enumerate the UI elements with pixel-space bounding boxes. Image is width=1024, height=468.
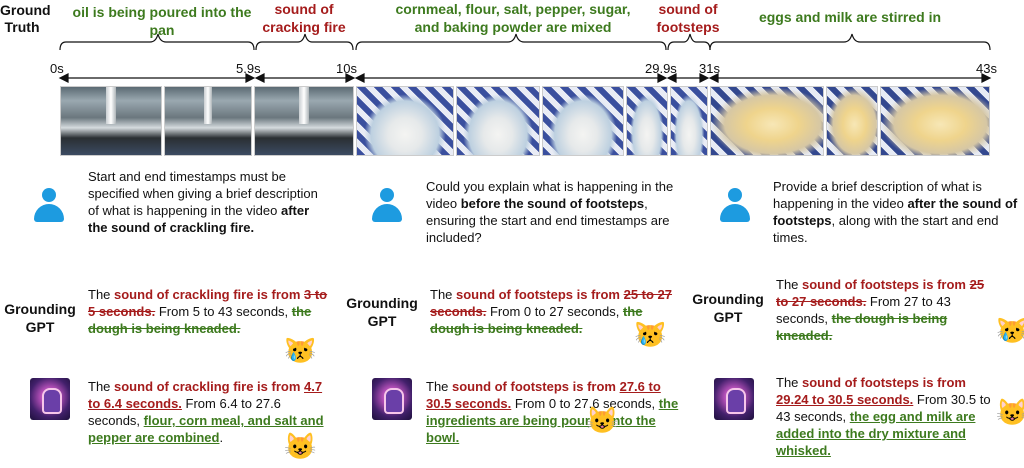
video-frame [356,86,454,156]
smiling-cat-emoji: 😺 [996,397,1024,427]
timeline-arrows [58,73,992,83]
video-frame [670,86,708,156]
grounding-answer-3: The sound of footsteps is from 25 to 27 … [776,277,985,343]
model-avatar-icon [30,378,70,420]
crying-cat-emoji: 😿 [996,315,1024,345]
model-label: Grounding GPT [346,295,418,329]
video-frame [710,86,824,156]
smiling-cat-emoji: 😺 [284,431,317,461]
video-frame [164,86,252,156]
question-2: Could you explain what is happening in t… [426,179,674,245]
model-avatar-icon [714,378,754,420]
brace-fire [255,33,354,51]
video-frame [254,86,354,156]
crying-cat-emoji: 😿 [634,319,667,349]
ours-answer-2: The sound of footsteps is from 27.6 to 3… [426,379,679,445]
question-1: Start and end timestamps must be specifi… [88,169,318,235]
model-label: Grounding GPT [692,291,764,325]
video-frame [60,86,162,156]
video-frame [542,86,624,156]
smiling-cat-emoji: 😺 [586,405,619,435]
brace-eggs [709,33,991,51]
grounding-answer-2: The sound of footsteps is from 25 to 27 … [430,287,673,336]
user-icon [34,188,64,224]
video-frame [826,86,878,156]
segment-label-fire: sound of cracking fire [262,1,346,35]
brace-mixed [355,33,667,51]
user-icon [372,188,402,224]
brace-footsteps [667,33,711,51]
crying-cat-emoji: 😿 [284,335,317,365]
tick-label: 29.9s [645,61,677,76]
segment-braces [59,33,991,51]
tick-label: 31s [699,61,720,76]
tick-label: 43s [976,61,997,76]
segment-label-mixed: cornmeal, flour, salt, pepper, sugar, an… [395,1,631,35]
video-frame [880,86,990,156]
grounding-answer-1: The sound of crackling fire is from 3 to… [88,287,328,336]
question-3: Provide a brief description of what is h… [773,179,1018,245]
ground-truth-label: Ground Truth [0,2,51,35]
tick-label: 5.9s [236,61,261,76]
segment-label-oil: oil is being poured into the pan [72,4,252,38]
video-frame [456,86,540,156]
brace-oil [59,33,255,51]
model-label: Grounding GPT [4,301,76,335]
model-avatar-icon [372,378,412,420]
segment-label-eggs: eggs and milk are stirred in [758,9,942,25]
segment-label-footsteps: sound of footsteps [656,1,720,35]
user-icon [720,188,750,224]
video-frame [626,86,668,156]
tick-label: 10s [336,61,357,76]
tick-label: 0s [50,61,64,76]
ours-answer-3: The sound of footsteps is from 29.24 to … [776,375,991,458]
ours-answer-1: The sound of crackling fire is from 4.7 … [88,379,324,445]
timeline-svg [58,33,992,83]
